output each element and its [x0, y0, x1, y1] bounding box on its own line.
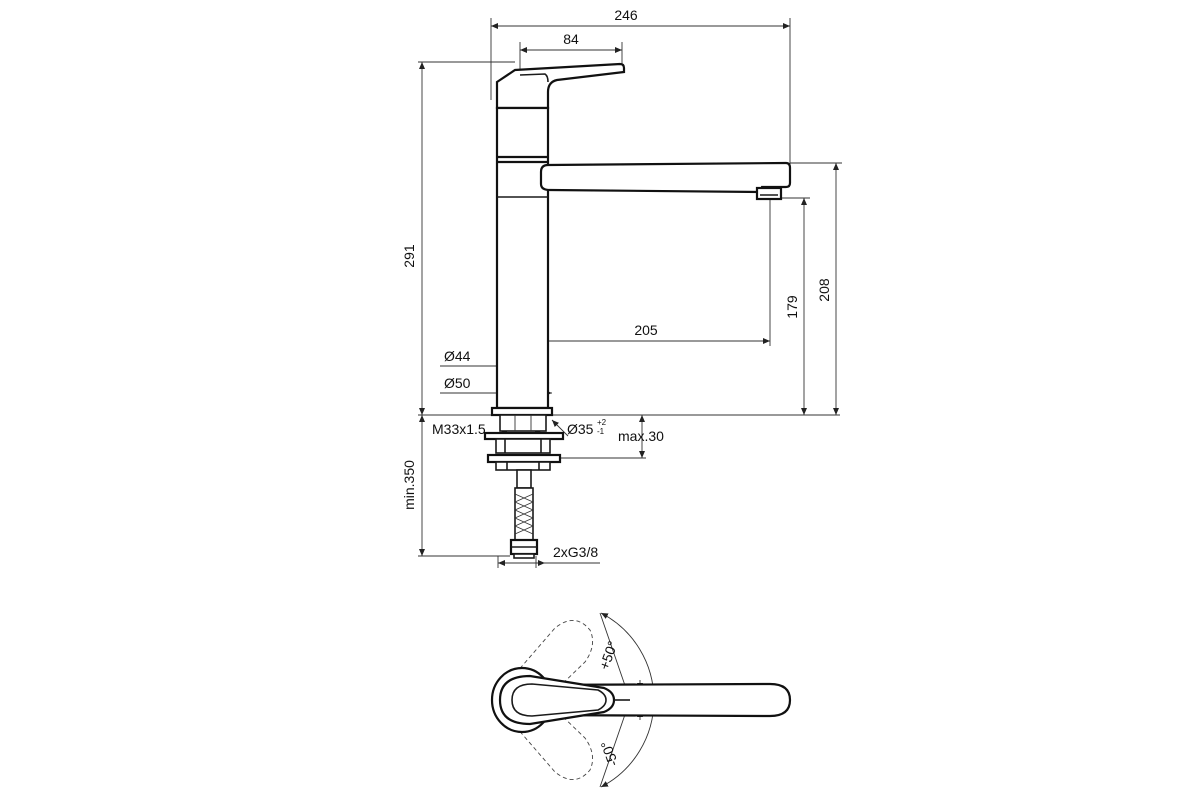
spout [539, 161, 792, 194]
label-g38: 2xG3/8 [553, 544, 598, 560]
label-min350: min.350 [401, 460, 417, 510]
side-view: 246 84 291 208 179 205 Ø44 Ø50 M33x1.5 Ø… [401, 7, 842, 568]
label-246: 246 [614, 7, 638, 23]
handle-rotated-down-outline [496, 684, 594, 780]
label-d35-tol-minus: -1 [597, 427, 605, 436]
label-291: 291 [401, 244, 417, 268]
handle-top [498, 674, 616, 726]
dim-line-d35 [551, 419, 569, 437]
label-m33: M33x1.5 [432, 421, 486, 437]
top-view: +50° -50° [490, 612, 792, 788]
lever-handle [495, 62, 626, 110]
label-d35-tol-plus: +2 [597, 418, 607, 427]
label-angle-down: -50° [597, 739, 621, 769]
label-d44: Ø44 [444, 348, 471, 364]
label-208: 208 [816, 278, 832, 302]
fixing-assembly [483, 414, 565, 471]
label-205: 205 [634, 322, 658, 338]
label-d35: Ø35 [567, 421, 594, 437]
supply-hose [509, 469, 539, 559]
label-d50: Ø50 [444, 375, 471, 391]
label-angle-up: +50° [596, 639, 621, 672]
label-179: 179 [784, 295, 800, 319]
label-84: 84 [563, 31, 579, 47]
aerator [755, 186, 783, 201]
base-flange [490, 406, 554, 417]
label-max30: max.30 [618, 428, 664, 444]
faucet-body [495, 106, 550, 410]
handle-rotated-up-outline [496, 620, 594, 716]
